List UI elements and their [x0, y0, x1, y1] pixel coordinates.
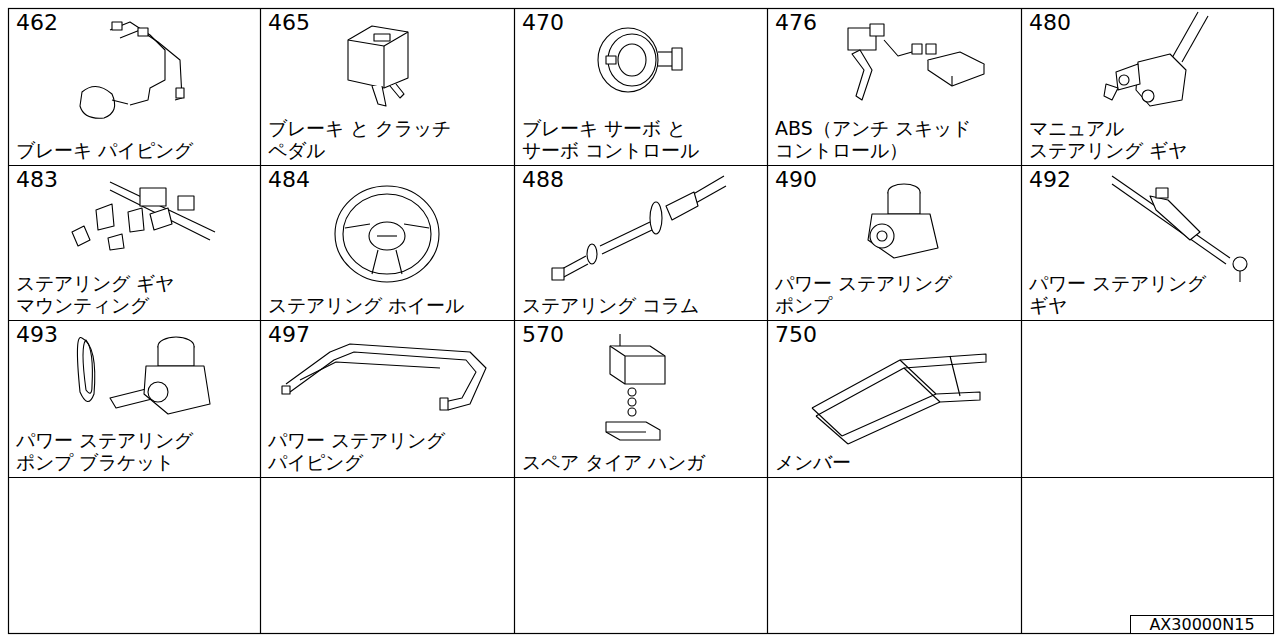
callout-number: 470 — [522, 10, 564, 36]
abs-unit-figure — [848, 24, 984, 100]
steering-gear-figure — [1104, 12, 1208, 106]
frame-member-figure — [812, 354, 986, 444]
part-group-name: パワー ステアリング ポンプ — [775, 272, 965, 316]
callout-number: 462 — [16, 10, 58, 36]
catalog-cell: 750 メンバー — [767, 320, 1021, 477]
spare-tire-hanger-figure — [606, 334, 665, 440]
part-group-name: ステアリング ホイール — [268, 294, 464, 316]
callout-number: 750 — [775, 322, 817, 348]
catalog-cell: 490 パワー ステアリング ポンプ — [767, 165, 1021, 320]
catalog-cell: 465 ブレーキ と クラッチ ペダル — [260, 8, 514, 165]
part-group-name: ブレーキ と クラッチ ペダル — [268, 117, 487, 161]
callout-number: 493 — [16, 322, 58, 348]
diagram-code-box: AX30000N15 — [1130, 615, 1274, 634]
catalog-cell: 470 ブレーキ サーボ と サーボ コントロール — [514, 8, 767, 165]
power-steering-piping-figure — [282, 344, 486, 410]
callout-number: 483 — [16, 167, 58, 193]
part-group-name: メンバー — [775, 451, 851, 473]
catalog-cell: 488 ステアリング コラム — [514, 165, 767, 320]
pump-bracket-figure — [77, 337, 210, 414]
catalog-cell: 483 ステアリング ギヤ マウンティング — [8, 165, 260, 320]
callout-number: 492 — [1029, 167, 1071, 193]
catalog-cell: 497 パワー ステアリング パイピング — [260, 320, 514, 477]
power-steering-pump-figure — [868, 184, 938, 258]
callout-number: 484 — [268, 167, 310, 193]
gear-mounting-figure — [72, 182, 215, 250]
callout-number: 480 — [1029, 10, 1071, 36]
power-steering-gear-figure — [1112, 176, 1247, 282]
part-group-name: ABS（アンチ スキッド コントロール） — [775, 117, 984, 161]
callout-number: 570 — [522, 322, 564, 348]
part-group-name: スペア タイア ハンガ — [522, 451, 705, 473]
catalog-cell: 476ABS（アンチ スキッド コントロール） — [767, 8, 1021, 165]
part-group-name: ステアリング ギヤ マウンティング — [16, 272, 187, 316]
catalog-cell: 493 パワー ステアリング ポンプ ブラケット — [8, 320, 260, 477]
diagram-code: AX30000N15 — [1149, 616, 1254, 634]
brake-piping-figure — [80, 22, 184, 118]
pedal-figure — [348, 26, 408, 106]
catalog-cell: 484 ステアリング ホイール — [260, 165, 514, 320]
catalog-cell: 570 スペア タイア ハンガ — [514, 320, 767, 477]
part-group-name: パワー ステアリング ギヤ — [1029, 272, 1219, 316]
part-group-name: マニュアル ステアリング ギヤ — [1029, 117, 1200, 161]
steering-wheel-figure — [335, 186, 439, 282]
part-group-name: ブレーキ パイピング — [16, 139, 193, 161]
catalog-cell: 480 マニュアル ステアリング ギヤ — [1021, 8, 1274, 165]
catalog-cell: 492 パワー ステアリング ギヤ — [1021, 165, 1274, 320]
callout-number: 476 — [775, 10, 817, 36]
callout-number: 465 — [268, 10, 310, 36]
callout-number: 497 — [268, 322, 310, 348]
brake-servo-figure — [598, 28, 682, 92]
part-group-name: ブレーキ サーボ と サーボ コントロール — [522, 117, 712, 161]
catalog-cell: 462 ブレーキ パイピング — [8, 8, 260, 165]
steering-column-figure — [552, 176, 726, 280]
callout-number: 490 — [775, 167, 817, 193]
part-group-name: パワー ステアリング ポンプ ブラケット — [16, 429, 206, 473]
part-group-name: ステアリング コラム — [522, 294, 699, 316]
grid-lines — [8, 8, 1274, 634]
part-group-name: パワー ステアリング パイピング — [268, 429, 458, 473]
callout-number: 488 — [522, 167, 564, 193]
